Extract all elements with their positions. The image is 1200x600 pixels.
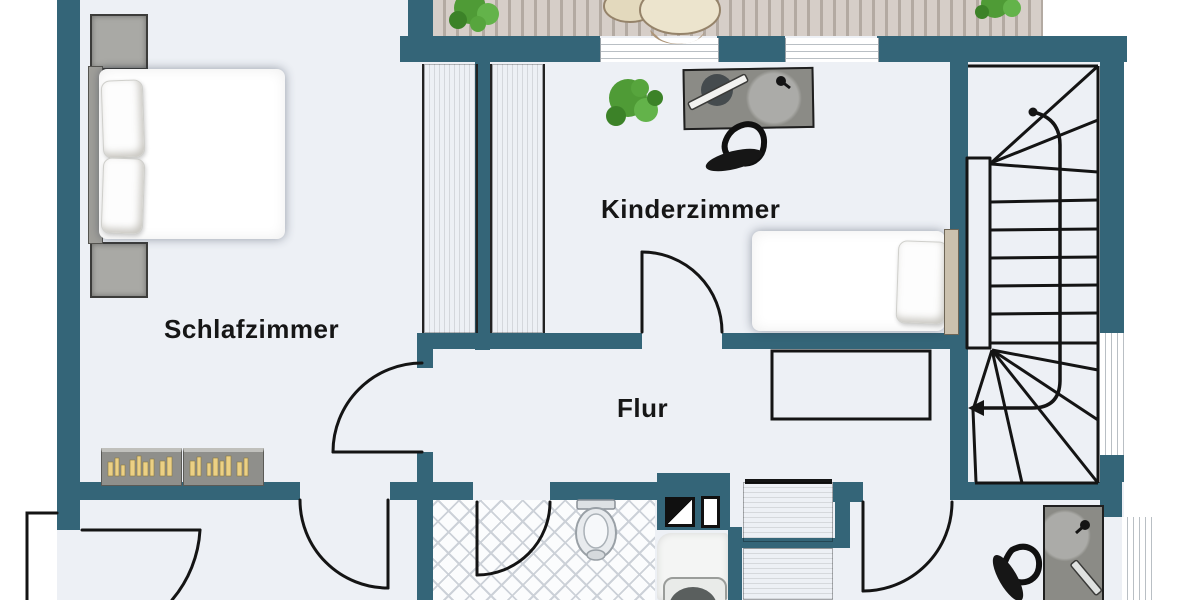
wall-left-exterior: [57, 0, 80, 530]
vent-shaft-icon: [701, 496, 720, 528]
door-swing-arc: [475, 500, 552, 577]
wall-terrace-left: [400, 36, 600, 62]
nightstand-icon: [90, 14, 148, 70]
wall-corner-bottom-right: [1100, 500, 1122, 517]
terrace-window-2: [785, 38, 879, 62]
office-chair-icon: [705, 121, 768, 172]
margin-top-right: [1043, 0, 1200, 36]
desk-accessories: [687, 73, 791, 111]
wall-niche-left: [728, 527, 742, 600]
wall-terrace-pier: [717, 36, 785, 62]
toilet-icon: [575, 499, 617, 561]
office-chair-icon: [992, 543, 1043, 600]
terrace-window-1: [600, 38, 719, 62]
exterior-contour: [25, 511, 59, 600]
wall-stair-west: [950, 62, 968, 482]
wall-niche-right: [835, 482, 850, 548]
wall-south-4: [950, 482, 1122, 500]
shelf-contents: [107, 455, 249, 477]
wall-south-2: [390, 482, 473, 500]
door-swing-arc: [331, 361, 424, 454]
terrace-table-icon: [603, 0, 721, 45]
room-label-schlafzimmer: Schlafzimmer: [164, 314, 340, 344]
wall-stair-east-upper: [1100, 62, 1124, 333]
wall: [408, 0, 433, 36]
wall-south-3: [550, 482, 657, 500]
plant-icon: [606, 79, 663, 126]
terrace-decking: [433, 0, 1043, 36]
washer-drum: [669, 587, 717, 600]
single-bed-headboard: [944, 229, 959, 335]
wall-partition-bedrooms: [475, 62, 490, 350]
bottom-right-window: [1122, 517, 1153, 600]
nightstand-icon: [90, 242, 148, 298]
margin-right: [1124, 36, 1200, 517]
door-swing-arc: [640, 250, 724, 334]
wall-niche-bottom: [728, 538, 850, 548]
wall-kinderzimmer-south-a: [417, 333, 642, 349]
bathroom-tile-floor: [433, 500, 655, 600]
margin-bottom-right: [1153, 517, 1200, 600]
wardrobe-icon: [490, 64, 545, 333]
door-swing-arc: [170, 528, 202, 600]
door-swing-arc: [298, 498, 390, 590]
wardrobe-rail: [745, 479, 832, 484]
staircase-icon: [965, 64, 1100, 485]
wall-terrace-right: [877, 36, 1127, 62]
washing-machine-icon: [657, 533, 728, 600]
plant-icon: [449, 0, 499, 32]
room-label-flur: Flur: [617, 393, 669, 423]
wall-schlafzimmer-east-c: [417, 500, 433, 600]
plant-icon: [975, 0, 1021, 19]
wardrobe-icon: [422, 64, 478, 333]
door-swing-arc: [861, 500, 954, 593]
chimney-shaft-icon: [665, 497, 695, 527]
stair-window: [1100, 333, 1124, 455]
margin-left: [0, 0, 57, 600]
wall-stair-east-lower: [1100, 455, 1124, 482]
wall-south-1: [80, 482, 300, 500]
desk-accessories: [1070, 520, 1103, 596]
wardrobe-icon: [743, 548, 833, 600]
wall-kinderzimmer-south-b: [722, 333, 962, 349]
flur-cupboard-outline: [770, 349, 932, 421]
room-label-kinderzimmer: Kinderzimmer: [601, 194, 781, 224]
wardrobe-icon: [743, 482, 833, 542]
